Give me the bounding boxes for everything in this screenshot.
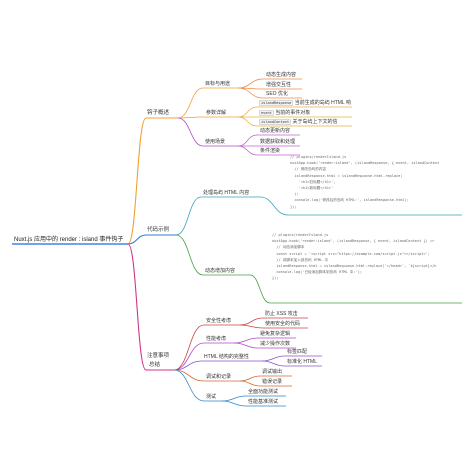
goal-node[interactable]: 目标与用途 bbox=[205, 81, 231, 87]
handle-code-line-2: nuxtApp.hook('render:island', (islandRes… bbox=[290, 161, 440, 166]
wire-debug-item-2 bbox=[239, 380, 261, 387]
wire-debug-item-1 bbox=[239, 375, 261, 382]
params-node[interactable]: 参数详解 bbox=[206, 110, 227, 116]
wire-overview-goal bbox=[177, 87, 204, 119]
wire-notes-debug bbox=[173, 369, 205, 382]
test-item-2[interactable]: 性能基准测试 bbox=[248, 399, 279, 405]
wire-test-item-2 bbox=[221, 400, 247, 407]
overview-node[interactable]: 钩子概述 bbox=[147, 110, 170, 116]
param-text-1: 当前生成的岛屿 HTML 响 bbox=[294, 100, 351, 106]
handle-code-line-1: // plugins/renderIsland.js bbox=[290, 155, 347, 159]
wire-examples-handle bbox=[175, 196, 202, 236]
wire-perf-item-2 bbox=[233, 342, 259, 349]
security-item-2[interactable]: 使用安全的代码 bbox=[265, 321, 301, 327]
dynamic-code-line-1: // plugins/renderIsland.js bbox=[272, 233, 329, 237]
wire-notes-perf bbox=[173, 342, 205, 371]
perf-item-1[interactable]: 避免复杂逻辑 bbox=[260, 331, 291, 337]
scene-item-3[interactable]: 条件渲染 bbox=[260, 148, 281, 154]
dynamic-content-node[interactable]: 动态增加内容 bbox=[205, 268, 236, 274]
wire-param-item-3 bbox=[237, 116, 258, 127]
wire-overview-scenes bbox=[177, 117, 204, 147]
root-node[interactable]: Nuxt.js 应用中的 render : island 事件钩子 bbox=[14, 237, 124, 243]
dynamic-code-line-2: nuxtApp.hook('render:island', (islandRes… bbox=[272, 239, 435, 244]
dynamic-code-line-7: islandResponse.html = islandResponse.htm… bbox=[272, 264, 437, 269]
scene-item-1[interactable]: 动态更新内容 bbox=[260, 128, 291, 134]
handle-code-line-10: }); bbox=[290, 204, 297, 209]
wire-root-overview bbox=[127, 117, 147, 245]
wire-notes-security bbox=[173, 324, 205, 371]
wire-scene-item-1 bbox=[237, 134, 258, 147]
goal-item-2[interactable]: 增强交互性 bbox=[266, 82, 292, 88]
param-item-2[interactable]: event 当前的事件对象 bbox=[259, 110, 310, 116]
scene-item-2[interactable]: 数据获取和处理 bbox=[260, 139, 296, 145]
examples-node[interactable]: 代码示例 bbox=[147, 227, 170, 233]
wire-notes-integrity bbox=[173, 360, 203, 371]
handle-code-line-5: '<h1>旧标题</h1>', bbox=[290, 179, 336, 184]
goal-item-1[interactable]: 动态生成内容 bbox=[266, 72, 297, 78]
goal-item-3[interactable]: SEO 优化 bbox=[266, 91, 288, 97]
wire-test-item-1 bbox=[221, 395, 247, 402]
integrity-item-1[interactable]: 标签匹配 bbox=[287, 349, 308, 355]
wire-security-item-1 bbox=[239, 317, 264, 326]
wire-perf-item-1 bbox=[233, 337, 259, 344]
wire-handle-code bbox=[259, 196, 289, 216]
wire-overview-params bbox=[177, 116, 204, 119]
wire-notes-test bbox=[173, 369, 205, 402]
scenes-node[interactable]: 使用场景 bbox=[205, 139, 226, 145]
perf-node[interactable]: 性能考虑 bbox=[206, 336, 227, 342]
dynamic-code-line-3: // 动态添加脚本 bbox=[272, 245, 305, 250]
notes-summary-node[interactable]: 总结 bbox=[149, 362, 161, 368]
handle-code-line-3: // 修改岛屿的内容 bbox=[290, 167, 326, 172]
dynamic-code-line-4: const script = '<script src="https://exa… bbox=[272, 251, 430, 256]
notes-node[interactable]: 注意事项 bbox=[147, 353, 170, 359]
debug-node[interactable]: 调试和记录 bbox=[206, 374, 232, 380]
param-item-1[interactable]: islandResponse 当前生成的岛屿 HTML 响 bbox=[259, 100, 351, 106]
param-item-3[interactable]: islandContext 关于岛屿上下文的信 bbox=[259, 119, 338, 125]
param-text-3: 关于岛屿上下文的信 bbox=[292, 119, 338, 125]
integrity-item-2[interactable]: 标准化 HTML bbox=[287, 359, 318, 365]
wire-scene-item-3 bbox=[237, 145, 258, 156]
dynamic-code-line-6: // 将脚本加入到岛屿 HTML 中 bbox=[272, 257, 329, 262]
handle-code-line-7: ); bbox=[290, 192, 299, 197]
handle-html-node[interactable]: 处理岛屿 HTML 内容 bbox=[203, 190, 250, 196]
debug-item-2[interactable]: 错误记录 bbox=[262, 379, 283, 385]
perf-item-2[interactable]: 减少操作次数 bbox=[260, 341, 291, 347]
wire-root-notes bbox=[127, 243, 147, 371]
test-item-1[interactable]: 全面功能测试 bbox=[248, 389, 279, 395]
handle-html-code-block: // plugins/renderIsland.js nuxtApp.hook('… bbox=[290, 154, 439, 210]
wire-integrity-item-1 bbox=[261, 355, 286, 362]
dynamic-content-code-block: // plugins/renderIsland.js nuxtApp.hook('… bbox=[272, 232, 436, 282]
handle-code-line-6: '<h1>新标题</h1>' bbox=[290, 186, 334, 191]
wire-goal-item-1 bbox=[237, 78, 264, 89]
security-item-1[interactable]: 防止 XSS 攻击 bbox=[265, 311, 298, 317]
handle-code-line-4: islandResponse.html = islandResponse.htm… bbox=[290, 173, 403, 178]
param-code-2: event bbox=[259, 110, 274, 116]
debug-item-1[interactable]: 调试输出 bbox=[262, 369, 283, 375]
param-code-3: islandContext bbox=[259, 119, 292, 125]
handle-code-line-9: console.log('修改后的岛屿 HTML:', islandRespon… bbox=[290, 198, 409, 203]
param-code-1: islandResponse bbox=[259, 100, 294, 106]
wire-dynamic-code bbox=[249, 274, 271, 304]
param-text-2: 当前的事件对象 bbox=[275, 110, 311, 116]
integrity-node[interactable]: HTML 结构的完整性 bbox=[204, 354, 249, 360]
dynamic-code-line-10: }); bbox=[272, 276, 279, 281]
wire-examples-dynamic bbox=[175, 234, 204, 276]
wire-integrity-item-2 bbox=[261, 360, 286, 367]
security-node[interactable]: 安全性考虑 bbox=[206, 318, 232, 324]
test-node[interactable]: 测试 bbox=[206, 394, 217, 400]
wire-goal-item-3 bbox=[237, 87, 264, 99]
wire-security-item-2 bbox=[239, 324, 264, 329]
wire-root-examples bbox=[127, 234, 147, 245]
wire-param-item-1 bbox=[237, 106, 258, 118]
dynamic-code-line-9: console.log('已经添加脚本到岛屿 HTML 中:'); bbox=[272, 270, 363, 275]
